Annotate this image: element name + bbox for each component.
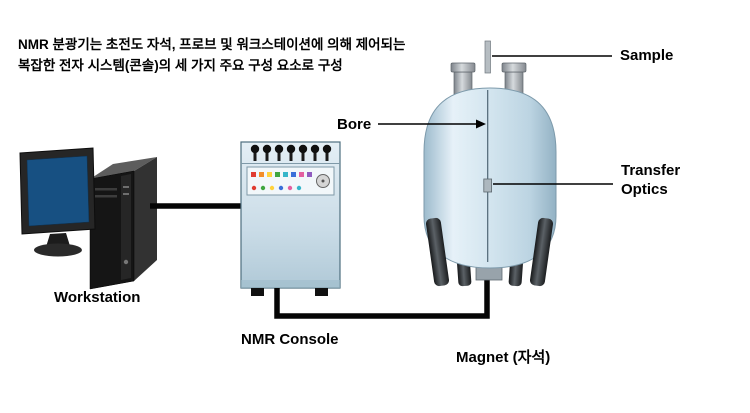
monitor-screen: [26, 155, 90, 227]
monitor-stand: [46, 233, 70, 247]
label-workstation: Workstation: [54, 289, 141, 306]
tower-power-button: [123, 259, 129, 265]
tower-vent-line: [95, 195, 117, 198]
indicator-light: [291, 172, 296, 177]
indicator-dot: [269, 185, 275, 191]
panel-dial-center: [321, 179, 325, 183]
label-transfer-line1: Transfer: [621, 162, 681, 179]
label-magnet: Magnet (자석): [456, 349, 551, 366]
workstation-graphic: [19, 147, 243, 290]
tower-right-face: [134, 157, 157, 281]
indicator-dot: [260, 185, 266, 191]
tower-drive-bay-strip: [121, 174, 131, 280]
bore-arrowhead: [476, 119, 486, 129]
description-text: NMR 분광기는 초전도 자석, 프로브 및 워크스테이션에 의해 제어되는 복…: [18, 34, 488, 76]
indicator-light: [307, 172, 312, 177]
indicator-light: [275, 172, 280, 177]
console-graphic: [240, 141, 341, 296]
tower-vent-line: [95, 188, 117, 191]
cable-console-magnet: [274, 258, 490, 319]
indicator-dot: [251, 185, 257, 191]
indicator-dot: [296, 185, 302, 191]
tower-bay-slot: [123, 186, 129, 188]
label-transfer-line2: Optics: [621, 181, 668, 198]
label-nmr-console: NMR Console: [241, 331, 339, 348]
description-line-1: NMR 분광기는 초전도 자석, 프로브 및 워크스테이션에 의해 제어되는: [18, 37, 406, 52]
transfer-optics-element: [483, 178, 492, 193]
monitor: [19, 147, 96, 257]
indicator-light: [267, 172, 272, 177]
magnet-graphic: [423, 40, 557, 287]
label-bore: Bore: [337, 116, 372, 133]
monitor-base: [34, 243, 82, 257]
console-bottom-strip: [241, 280, 340, 288]
indicator-light: [299, 172, 304, 177]
indicator-dot: [278, 185, 284, 191]
magnet-leg-outer-right: [529, 217, 554, 287]
console-cabinet: [240, 141, 341, 289]
console-foot: [315, 288, 328, 296]
tower-bay-slot: [123, 193, 129, 195]
label-sample: Sample: [620, 47, 674, 64]
computer-tower: [89, 157, 157, 290]
description-line-2: 복잡한 전자 시스템(콘솔)의 세 가지 주요 구성 요소로 구성: [18, 58, 343, 73]
magnet-body: [423, 87, 557, 269]
tower-top-face: [90, 157, 157, 179]
sample-rod: [484, 40, 491, 74]
console-indicator-panel: [246, 166, 335, 196]
indicator-light: [283, 172, 288, 177]
indicator-dot: [287, 185, 293, 191]
console-foot: [251, 288, 264, 296]
indicator-light: [251, 172, 256, 177]
indicator-light: [259, 172, 264, 177]
magnet-leg-outer-left: [425, 217, 450, 287]
console-knobs: [250, 144, 332, 161]
